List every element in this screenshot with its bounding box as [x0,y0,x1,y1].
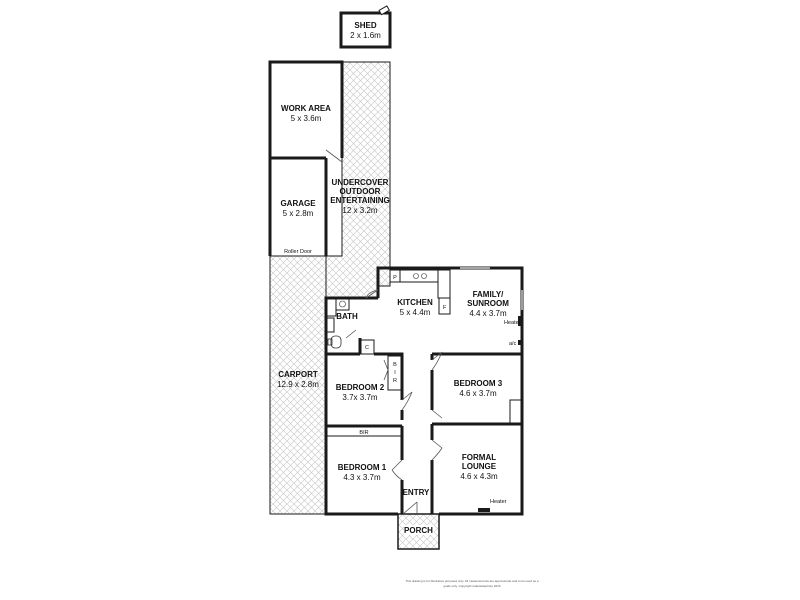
work-area-dim: 5 x 3.6m [291,114,322,123]
shed-dim: 2 x 1.6m [350,31,381,40]
family-name-line1: FAMILY/ [473,290,505,299]
garage-name: GARAGE [280,199,316,208]
ac-label: a/c [509,341,517,347]
house-walls [324,266,524,516]
lounge-name-line1: FORMAL [462,453,496,462]
outdoor-name-line1: UNDERCOVER [332,178,389,187]
linen-label: C [365,345,369,351]
carport: CARPORT 12.9 x 2.8m [277,370,319,389]
bir-r-label: R [393,378,397,384]
carport-dim: 12.9 x 2.8m [277,380,319,389]
porch: PORCH [404,525,434,535]
bedroom-2: BEDROOM 2 3.7x 3.7m [336,383,385,402]
linen-cupboard: C [359,339,375,355]
bedroom3-name: BEDROOM 3 [454,379,503,388]
disclaimer: This drawing is for illustrative purpose… [405,579,538,588]
outdoor-dim: 12 x 3.2m [342,206,377,215]
heater-lounge-label: Heater [490,499,507,505]
lounge-name-line2: LOUNGE [462,462,497,471]
bir-i-label: I [394,370,396,376]
bir-bedroom1: BIR [325,425,403,437]
lounge-dim: 4.6 x 4.3m [460,472,498,481]
bedroom2-name: BEDROOM 2 [336,383,385,392]
pantry-label: P [393,275,397,281]
family-name-line2: SUNROOM [467,299,509,308]
disclaimer-line2: guide only. Copyright realestatephoto 20… [444,584,501,588]
fridge-label: F [443,305,447,311]
bath-name: BATH [336,312,358,321]
outdoor-name-line2: OUTDOOR [340,187,381,196]
heater-family-label: Heater [504,320,521,326]
carport-area [269,255,327,515]
door-swings [391,351,443,481]
family-sunroom: FAMILY/ SUNROOM 4.4 x 3.7m Heater a/c [467,290,521,347]
bir-b-label: B [393,362,397,368]
bath: BATH [326,297,362,356]
garage: GARAGE 5 x 2.8m Roller Door [268,149,343,257]
bir-bedroom2: B I R [383,355,403,391]
carport-name: CARPORT [278,370,318,379]
kitchen: P F KITCHEN 5 x 4.4m [365,269,451,317]
porch-name: PORCH [404,526,433,535]
shed-name: SHED [354,21,376,30]
work-area-name: WORK AREA [281,104,331,113]
shed: SHED 2 x 1.6m [339,5,392,49]
bedroom1-name: BEDROOM 1 [338,463,387,472]
bedroom2-dim: 3.7x 3.7m [342,393,377,402]
family-dim: 4.4 x 3.7m [469,309,507,318]
outdoor-name-line3: ENTERTAINING [330,196,389,205]
roller-door-label: Roller Door [284,249,312,255]
kitchen-dim: 5 x 4.4m [400,308,431,317]
garage-dim: 5 x 2.8m [283,209,314,218]
entry-name: ENTRY [403,488,430,497]
bedroom-3: BEDROOM 3 4.6 x 3.7m [454,379,503,398]
disclaimer-line1: This drawing is for illustrative purpose… [405,579,538,583]
entry: ENTRY [403,488,430,515]
bedroom-1: BEDROOM 1 4.3 x 3.7m [338,463,387,482]
bedroom1-dim: 4.3 x 3.7m [343,473,381,482]
bedroom3-dim: 4.6 x 3.7m [459,389,497,398]
work-area: WORK AREA 5 x 3.6m [268,60,344,158]
outdoor-entertaining: UNDERCOVER OUTDOOR ENTERTAINING 12 x 3.2… [330,178,389,215]
formal-lounge: FORMAL LOUNGE 4.6 x 4.3m Heater [460,453,507,512]
bir-lower-label: BIR [359,430,368,436]
kitchen-name: KITCHEN [397,298,433,307]
